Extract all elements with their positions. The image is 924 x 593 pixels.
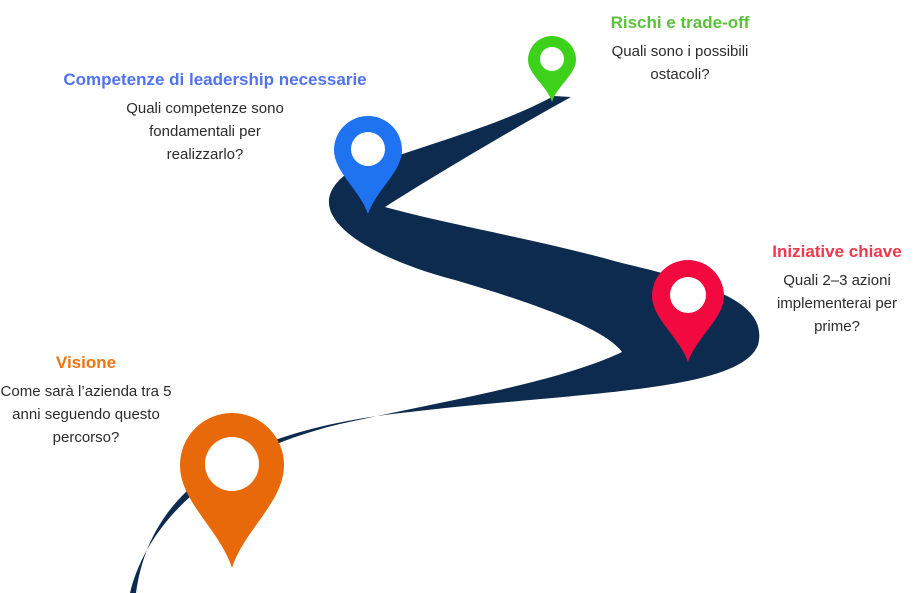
step-competenze: Competenze di leadership necessarie Qual… [40, 69, 390, 166]
step-visione-desc: Come sarà l’azienda tra 5 anni seguendo … [0, 383, 172, 446]
map-pin-icon-rischi [528, 36, 576, 102]
step-competenze-title: Competenze di leadership necessarie [63, 70, 367, 89]
step-visione-title: Visione [55, 353, 117, 372]
step-iniziative-desc: Quali 2–3 azioni implementerai per prime… [776, 272, 898, 335]
step-visione: Visione Come sarà l’azienda tra 5 anni s… [0, 352, 172, 449]
step-rischi: Rischi e trade-off Quali sono i possibil… [590, 12, 770, 86]
step-rischi-desc: Quali sono i possibili ostacoli? [611, 43, 749, 83]
map-pin-icon-iniziative [652, 260, 724, 362]
map-pin-icon-visione [180, 413, 284, 568]
step-iniziative: Iniziative chiave Quali 2–3 azioni imple… [752, 241, 922, 338]
road [130, 96, 760, 593]
map-pin-icon-competenze [334, 116, 402, 214]
step-rischi-title: Rischi e trade-off [610, 13, 750, 32]
step-iniziative-title: Iniziative chiave [772, 242, 902, 261]
step-competenze-desc: Quali competenze sono fondamentali per r… [126, 100, 284, 163]
